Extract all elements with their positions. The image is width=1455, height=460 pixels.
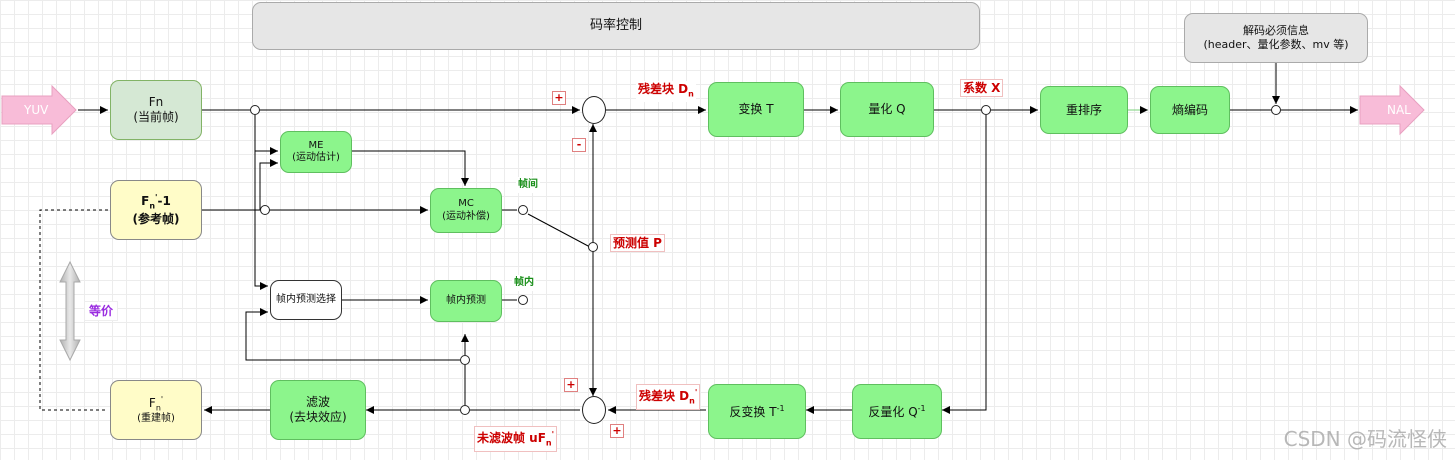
ref-sup: ' xyxy=(155,193,158,203)
residual2-base: 残差块 D xyxy=(639,389,690,403)
junction-dot xyxy=(460,355,470,365)
coef-label: 系数 X xyxy=(960,79,1004,97)
junction-dot xyxy=(260,205,270,215)
current-frame-box: Fn (当前帧) xyxy=(110,80,202,140)
recon-sup: ' xyxy=(160,394,164,404)
junction-dot xyxy=(460,405,470,415)
ref-sub: n xyxy=(149,201,156,211)
watermark: CSDN @码流怪侠 xyxy=(1283,427,1447,451)
switch-contact-inter xyxy=(518,205,528,215)
current-frame-sub: (当前帧) xyxy=(133,110,179,124)
unfiltered-base: 未滤波帧 uF xyxy=(477,431,546,445)
plus-sign-top: + xyxy=(552,91,566,105)
intra-select-label: 帧内预测选择 xyxy=(276,293,336,305)
reorder-label: 重排序 xyxy=(1065,102,1102,117)
minus-sign: - xyxy=(572,138,586,152)
prediction-label: 预测值 P xyxy=(610,234,665,252)
equivalent-label: 等价 xyxy=(84,301,118,321)
inv-quantize-sup: -1 xyxy=(917,403,926,413)
rate-control-label: 码率控制 xyxy=(589,17,642,33)
entropy-box: 熵编码 xyxy=(1150,86,1230,134)
inv-quantize-title: 反量化 Q-1 xyxy=(868,404,925,420)
residual2-sub: n xyxy=(689,396,695,406)
reference-frame-title: Fn'-1 xyxy=(141,193,171,211)
plus-sign-bottom-right: + xyxy=(610,424,624,438)
recon-frame-title: Fn' xyxy=(149,395,163,413)
nal-label: NAL xyxy=(1387,103,1411,117)
inv-quantize-text: 反量化 Q xyxy=(868,404,918,419)
rate-control-box: 码率控制 xyxy=(252,2,980,50)
unfiltered-sub: n xyxy=(545,438,552,448)
inv-transform-box: 反变换 T-1 xyxy=(708,384,806,439)
decode-info-line1: 解码必须信息 xyxy=(1243,24,1309,38)
residual-base: 残差块 D xyxy=(638,82,689,96)
intra-select-box: 帧内预测选择 xyxy=(270,280,342,320)
reference-frame-box: Fn'-1 (参考帧) xyxy=(110,180,202,240)
inter-label: 帧间 xyxy=(516,177,540,193)
recon-base: F xyxy=(148,395,156,410)
unfiltered-sup: ' xyxy=(551,430,555,439)
ref-suffix: -1 xyxy=(157,194,171,209)
intra-label: 帧内 xyxy=(512,275,536,291)
reference-frame-caption: (参考帧) xyxy=(132,211,180,226)
intra-pred-box: 帧内预测 xyxy=(430,280,502,322)
me-title: ME xyxy=(308,139,324,151)
switch-pivot xyxy=(588,242,598,252)
recon-frame-box: Fn' (重建帧) xyxy=(110,380,202,440)
plus-sign-bottom-left: + xyxy=(564,378,578,392)
inv-quantize-box: 反量化 Q-1 xyxy=(852,384,942,439)
junction-dot xyxy=(250,105,260,115)
junction-dot xyxy=(1271,105,1281,115)
subtractor-circle xyxy=(582,96,606,124)
decode-info-line2: (header、量化参数、mv 等) xyxy=(1203,38,1349,51)
filter-box: 滤波 (去块效应) xyxy=(270,380,366,440)
intra-pred-label: 帧内预测 xyxy=(446,294,486,306)
yuv-label: YUV xyxy=(24,103,49,117)
ref-base: F xyxy=(141,194,150,209)
residual-label: 残差块 Dn xyxy=(636,81,696,103)
residual2-sup: ' xyxy=(694,388,698,397)
mc-sub: (运动补偿) xyxy=(442,210,490,222)
decode-info-box: 解码必须信息 (header、量化参数、mv 等) xyxy=(1184,13,1368,63)
me-box: ME (运动估计) xyxy=(280,131,352,173)
mc-box: MC (运动补偿) xyxy=(430,188,502,233)
quantize-box: 量化 Q xyxy=(840,82,934,137)
junction-dot xyxy=(981,105,991,115)
equiv-arrow-shape xyxy=(59,260,81,362)
nal-arrow-shape xyxy=(1359,84,1425,136)
current-frame-title: Fn xyxy=(148,95,164,109)
transform-box: 变换 T xyxy=(708,82,804,137)
mc-title: MC xyxy=(458,198,474,209)
recon-sub: n xyxy=(155,402,161,412)
inv-transform-sup: -1 xyxy=(776,403,785,413)
transform-label: 变换 T xyxy=(738,102,774,116)
switch-contact-intra xyxy=(518,295,528,305)
recon-frame-caption: (重建帧) xyxy=(137,412,175,424)
inv-transform-text: 反变换 T xyxy=(729,404,777,419)
adder-circle xyxy=(582,396,606,424)
filter-title: 滤波 xyxy=(305,395,330,409)
reorder-box: 重排序 xyxy=(1040,86,1128,134)
me-sub: (运动估计) xyxy=(292,152,340,163)
residual2-label: 残差块 Dn' xyxy=(636,384,701,411)
filter-sub: (去块效应) xyxy=(289,410,347,424)
inv-transform-title: 反变换 T-1 xyxy=(729,404,784,420)
quantize-label: 量化 Q xyxy=(868,102,906,116)
unfiltered-label: 未滤波帧 uFn' xyxy=(474,426,558,453)
entropy-label: 熵编码 xyxy=(1171,102,1208,117)
residual-sub: n xyxy=(688,89,694,99)
yuv-arrow-shape xyxy=(1,84,77,136)
